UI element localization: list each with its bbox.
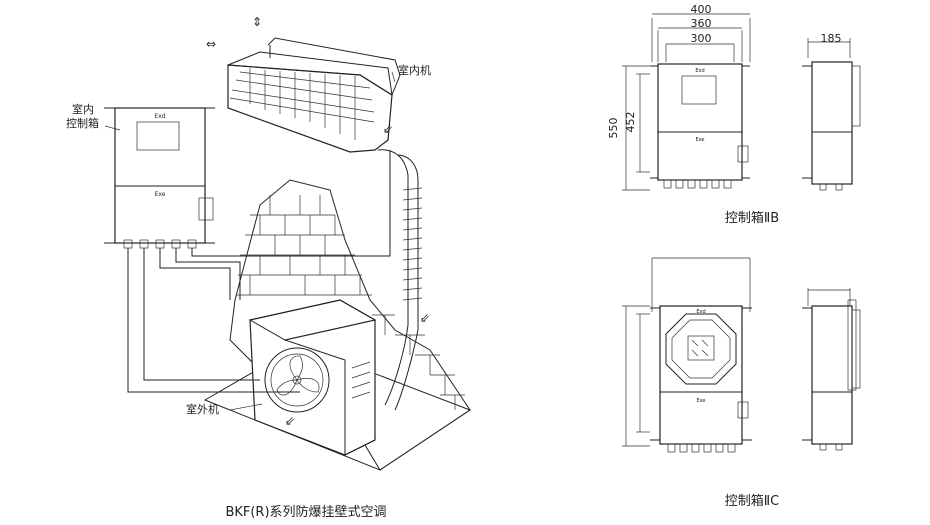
indoor-control-box-label-line2: 控制箱 xyxy=(66,116,99,130)
side-view xyxy=(802,61,861,191)
main-caption: BKF(R)系列防爆挂壁式空调 xyxy=(225,504,386,520)
dim-185: 185 xyxy=(821,32,842,45)
exe-mark: Exe xyxy=(696,398,705,404)
dim-300: 300 xyxy=(691,32,712,45)
control-box-iib: 400 360 300 185 550 452 Exd Exe xyxy=(607,3,861,226)
indoor-control-box: Exd Exe xyxy=(104,107,215,249)
airflow-arrow-icon: ⇔ xyxy=(206,37,216,51)
indoor-control-box-label-line1: 室内 xyxy=(72,102,94,116)
cables xyxy=(127,150,391,393)
box-b-caption: 控制箱ⅡB xyxy=(725,210,779,226)
callouts: 室内机 室内 控制箱 室外机 xyxy=(66,63,431,416)
installation-illustration: ⇔ ⇕ ⇙ ⇙ ⇙ Exd Exe xyxy=(66,15,472,520)
front-view: Exd Exe xyxy=(650,63,750,189)
dimension-lines xyxy=(622,257,851,447)
exe-mark: Exe xyxy=(155,191,166,198)
airflow-arrow-icon: ⇕ xyxy=(252,15,262,29)
exd-mark: Exd xyxy=(696,309,705,315)
airflow-arrow-icon: ⇙ xyxy=(420,311,430,325)
dim-400: 400 xyxy=(691,3,712,16)
dimension-lines: 400 360 300 185 550 452 xyxy=(607,3,851,191)
exe-mark: Exe xyxy=(695,137,704,143)
indoor-unit-label: 室内机 xyxy=(398,63,431,77)
airflow-arrow-icon: ⇙ xyxy=(285,414,295,428)
front-view: Exd Exe xyxy=(650,305,752,453)
side-view xyxy=(802,299,861,451)
control-box-iic: Exd Exe 控制箱ⅡC xyxy=(622,257,861,509)
airflow-arrow-icon: ⇙ xyxy=(383,122,393,136)
outdoor-unit xyxy=(248,299,377,456)
exd-mark: Exd xyxy=(695,68,704,74)
outdoor-unit-label: 室外机 xyxy=(186,402,219,416)
dim-452: 452 xyxy=(624,112,637,133)
box-c-caption: 控制箱ⅡC xyxy=(725,493,779,509)
exd-mark: Exd xyxy=(154,113,165,120)
dim-550: 550 xyxy=(607,118,620,139)
dim-360: 360 xyxy=(691,17,712,30)
indoor-unit: ⇔ ⇕ ⇙ ⇙ ⇙ xyxy=(206,15,430,428)
